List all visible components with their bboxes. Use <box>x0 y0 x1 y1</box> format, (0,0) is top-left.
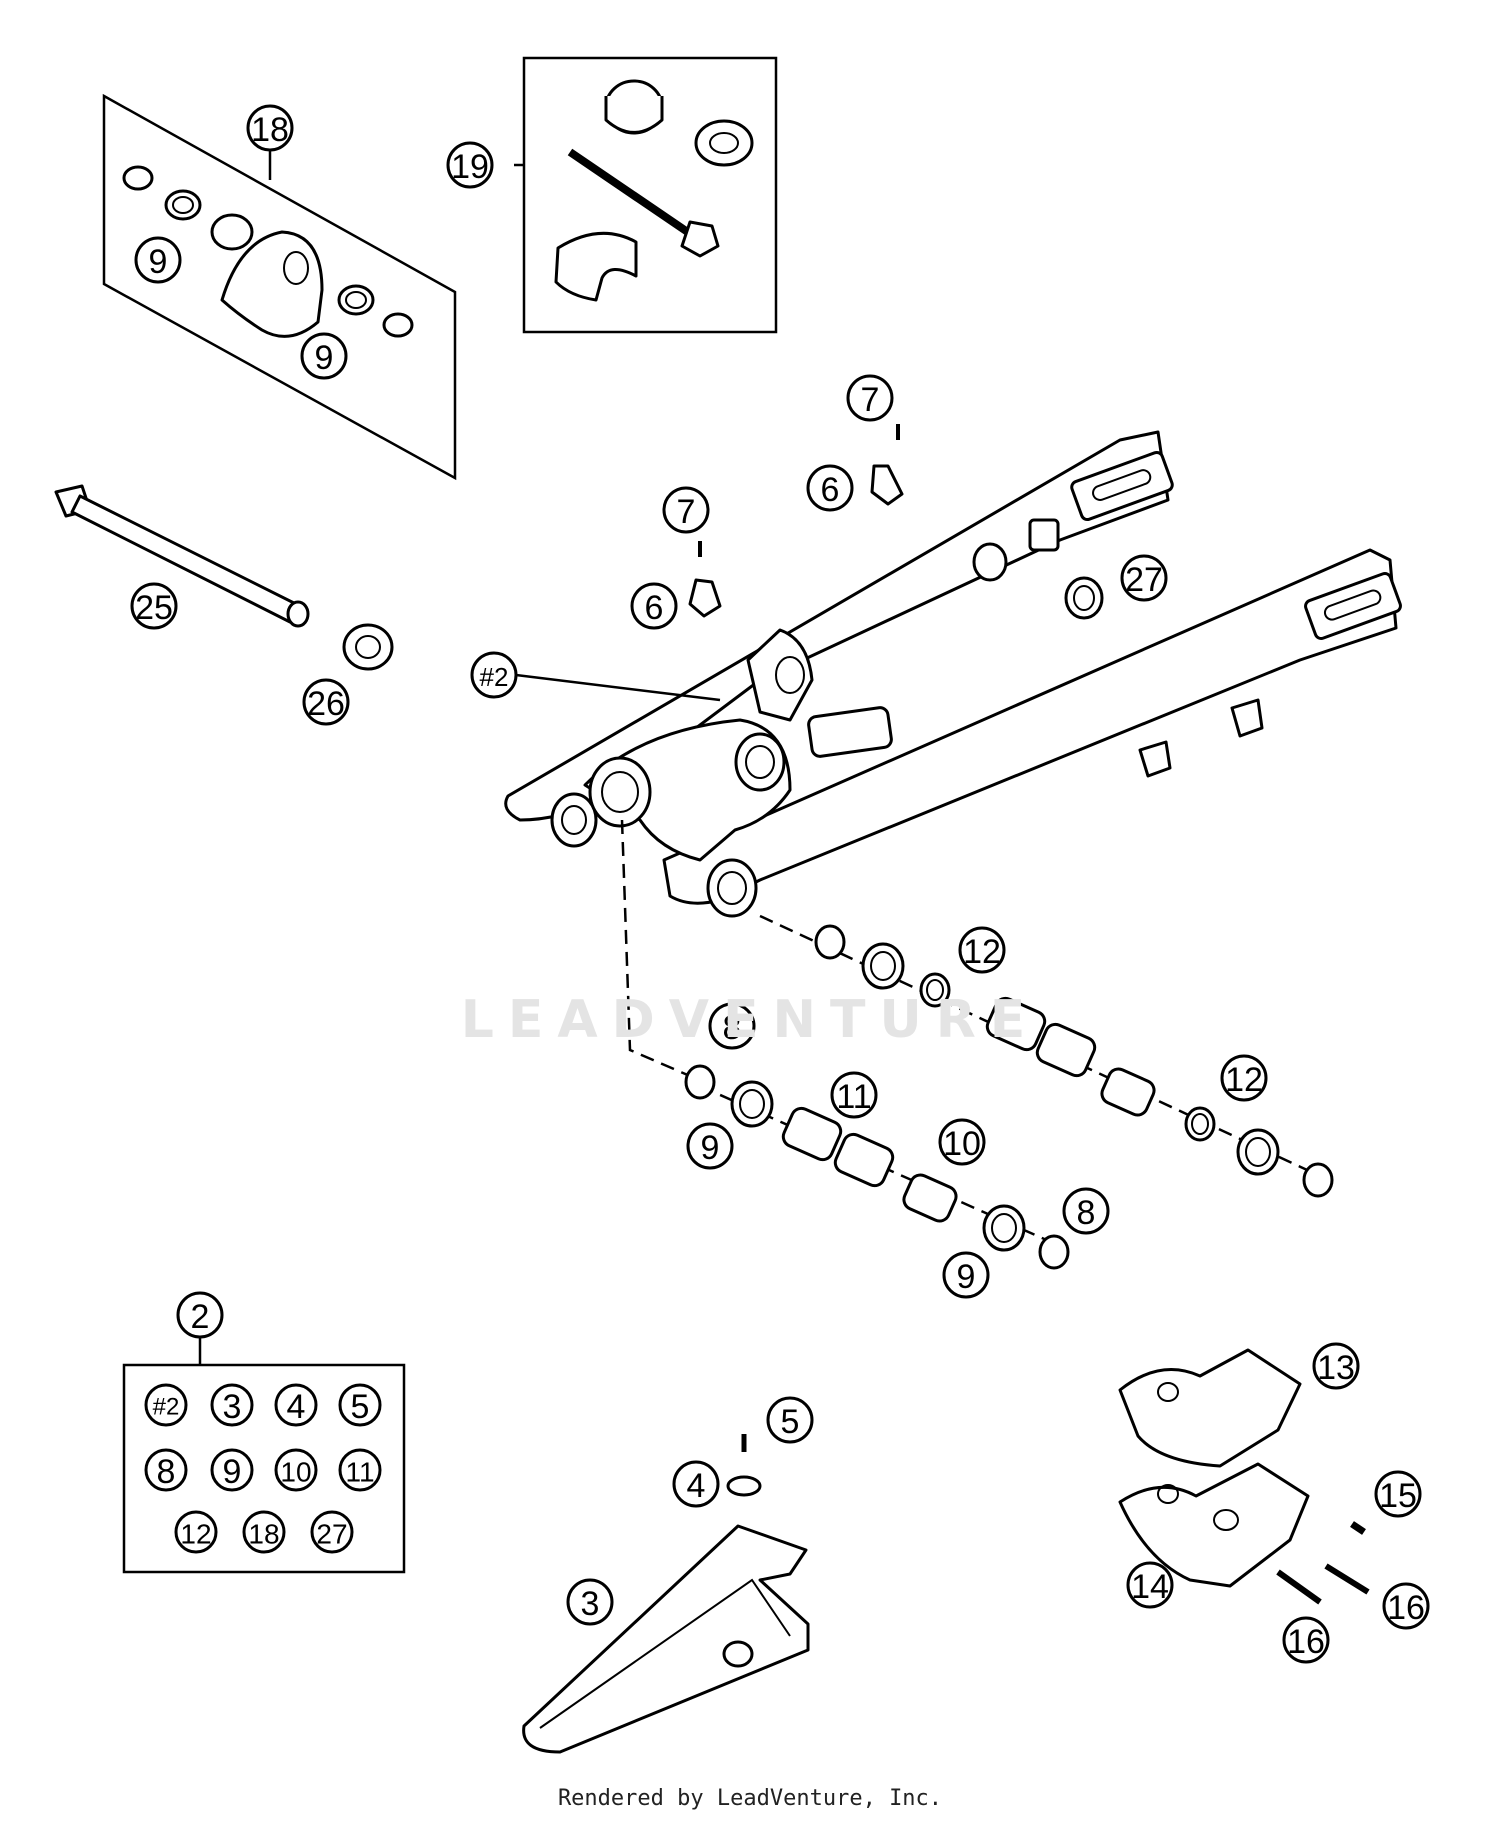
kit-item: 3 <box>210 1383 254 1427</box>
callout-26: 26 <box>302 678 350 726</box>
svg-text:26: 26 <box>307 685 345 723</box>
svg-text:8: 8 <box>723 1009 742 1047</box>
callout-7: 7 <box>846 374 894 422</box>
chain-slider-part <box>522 1524 810 1754</box>
svg-text:#2: #2 <box>153 1394 180 1421</box>
svg-text:9: 9 <box>315 339 334 377</box>
svg-text:9: 9 <box>149 243 168 281</box>
svg-text:8: 8 <box>157 1453 176 1491</box>
callout-3: 3 <box>566 1578 614 1626</box>
callout-18: 18 <box>246 104 294 152</box>
callout-9: 9 <box>942 1251 990 1299</box>
axle-part <box>54 484 310 628</box>
svg-text:9: 9 <box>701 1129 720 1167</box>
callout-6: 6 <box>630 582 678 630</box>
slider-screw-washer <box>726 1434 762 1497</box>
svg-text:27: 27 <box>1125 561 1163 599</box>
callout-hash-2: #2 <box>470 651 518 699</box>
callout-6: 6 <box>806 464 854 512</box>
callout-8: 8 <box>708 1002 756 1050</box>
svg-text:16: 16 <box>1287 1623 1325 1661</box>
kit-item: 11 <box>338 1448 382 1492</box>
clip-screw-upper <box>870 424 904 506</box>
callout-19: 19 <box>446 141 494 189</box>
svg-text:10: 10 <box>943 1125 981 1163</box>
callout-12: 12 <box>958 926 1006 974</box>
svg-text:9: 9 <box>223 1453 242 1491</box>
kit-2-panel <box>122 1363 406 1574</box>
svg-text:12: 12 <box>180 1519 211 1550</box>
callout-7: 7 <box>662 486 710 534</box>
svg-text:27: 27 <box>316 1519 347 1550</box>
svg-text:8: 8 <box>1077 1194 1096 1232</box>
svg-text:13: 13 <box>1317 1349 1355 1387</box>
svg-text:7: 7 <box>677 493 696 531</box>
callout-12: 12 <box>1220 1054 1268 1102</box>
kit-item: 12 <box>174 1510 218 1554</box>
svg-text:#2: #2 <box>480 662 509 692</box>
callout-15: 15 <box>1374 1470 1422 1518</box>
svg-text:12: 12 <box>963 933 1001 971</box>
svg-text:5: 5 <box>781 1403 800 1441</box>
svg-text:15: 15 <box>1379 1477 1417 1515</box>
axle-nut-part <box>342 623 394 671</box>
callout-16: 16 <box>1282 1616 1330 1664</box>
callout-11: 11 <box>830 1071 878 1119</box>
svg-text:4: 4 <box>687 1467 706 1505</box>
callout-14: 14 <box>1126 1561 1174 1609</box>
bearing-stack-upper <box>814 924 1334 1198</box>
kit-item: #2 <box>144 1383 188 1427</box>
kit-item: 27 <box>310 1510 354 1554</box>
bushing-27 <box>1064 576 1104 620</box>
svg-text:18: 18 <box>251 111 289 149</box>
kit-item: 18 <box>242 1510 286 1554</box>
svg-text:3: 3 <box>581 1585 600 1623</box>
callout-5: 5 <box>766 1396 814 1444</box>
kit-18-panel <box>102 93 457 481</box>
kit-item: 4 <box>274 1383 318 1427</box>
svg-text:10: 10 <box>280 1457 311 1488</box>
callout-9: 9 <box>134 236 182 284</box>
clip-screw-lower <box>688 541 722 618</box>
callout-4: 4 <box>672 1460 720 1508</box>
svg-text:16: 16 <box>1387 1589 1425 1627</box>
svg-text:14: 14 <box>1131 1568 1169 1606</box>
footer-credit: Rendered by LeadVenture, Inc. <box>557 1786 943 1811</box>
swingarm-body <box>504 430 1402 918</box>
svg-text:6: 6 <box>645 589 664 627</box>
svg-text:18: 18 <box>248 1519 279 1550</box>
svg-text:5: 5 <box>351 1388 370 1426</box>
svg-text:6: 6 <box>821 471 840 509</box>
svg-text:9: 9 <box>957 1258 976 1296</box>
svg-text:4: 4 <box>287 1388 306 1426</box>
kit-item: 8 <box>144 1448 188 1492</box>
svg-text:11: 11 <box>836 1078 871 1116</box>
callout-13: 13 <box>1312 1342 1360 1390</box>
kit-19-panel <box>522 56 778 334</box>
callout-27: 27 <box>1120 554 1168 602</box>
callout-9: 9 <box>686 1122 734 1170</box>
bearing-stack-lower <box>684 1064 1070 1270</box>
callout-16: 16 <box>1382 1582 1430 1630</box>
callout-9: 9 <box>300 332 348 380</box>
svg-text:11: 11 <box>345 1457 374 1488</box>
guide-bolts <box>1276 1521 1370 1605</box>
svg-text:19: 19 <box>451 148 489 186</box>
callout-8: 8 <box>1062 1187 1110 1235</box>
kit-item: 10 <box>274 1448 318 1492</box>
svg-text:12: 12 <box>1225 1061 1263 1099</box>
svg-text:3: 3 <box>223 1388 242 1426</box>
callout-10: 10 <box>938 1118 986 1166</box>
kit-item: 9 <box>210 1448 254 1492</box>
svg-text:2: 2 <box>191 1298 210 1336</box>
chain-guide-part <box>1118 1348 1310 1588</box>
callout-2: 2 <box>176 1291 224 1339</box>
kit-item: 5 <box>338 1383 382 1427</box>
svg-text:7: 7 <box>861 381 880 419</box>
callout-25: 25 <box>130 582 178 630</box>
svg-text:25: 25 <box>135 589 173 627</box>
